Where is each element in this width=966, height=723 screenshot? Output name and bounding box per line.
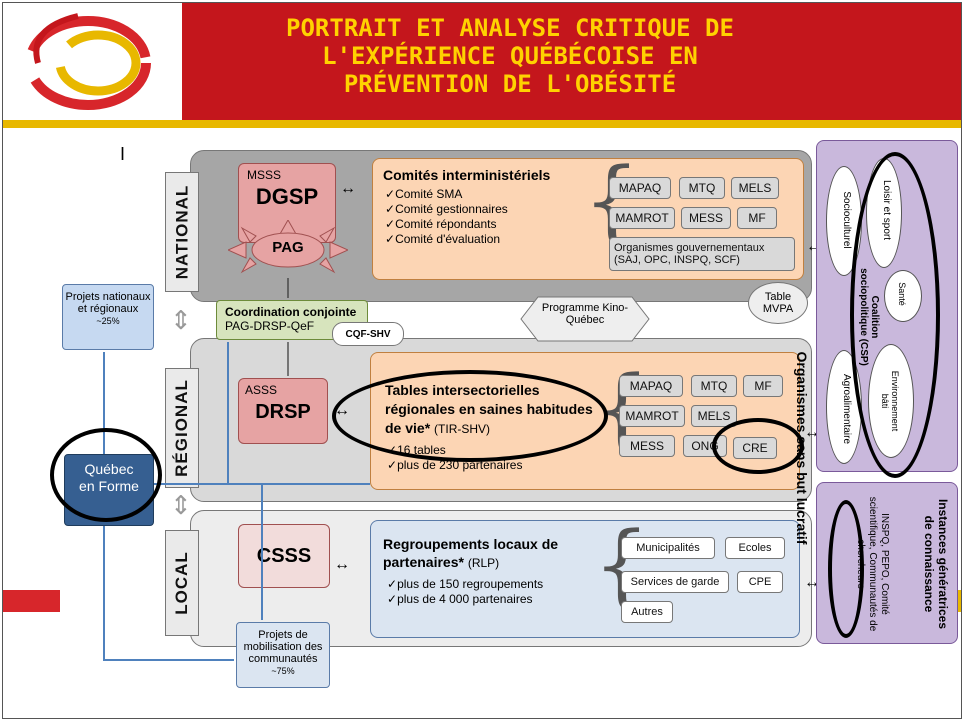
chip-cpe: CPE (737, 571, 783, 593)
drsp-label: DRSP (255, 401, 311, 423)
committee-item: Comité gestionnaires (385, 202, 508, 217)
committees-box: Comités interministériels Comité SMA Com… (372, 149, 804, 280)
dgsp-box: MSSS DGSP (238, 163, 336, 243)
chip-services-garde: Services de garde (621, 571, 729, 593)
regional-label: RÉGIONAL (165, 368, 199, 488)
csss-box: CSSS (238, 524, 330, 588)
committee-item: Comité SMA (385, 187, 508, 202)
tables-item: plus de 230 partenaires (387, 458, 522, 473)
dgsp-label: DGSP (255, 184, 319, 209)
instances-title: Instances génératrices de connaissance (922, 498, 950, 630)
rlp-title: Regroupements locaux de partenaires* (RL… (383, 535, 583, 572)
chip-mamrot: MAMROT (619, 405, 685, 427)
projets-mobilisation-pct: ~75% (271, 666, 295, 676)
msss-label: MSSS (247, 168, 282, 182)
page-title: PORTRAIT ET ANALYSE CRITIQUE DE L'EXPÉRI… (286, 14, 734, 98)
rlp-title-text: Regroupements locaux de partenaires* (383, 536, 559, 570)
bottom-stripe-left (2, 590, 60, 612)
rlp-brace: { (593, 513, 651, 618)
chip-mess: MESS (681, 207, 731, 229)
highlight-ring-tables (332, 370, 608, 462)
chip-mf: MF (743, 375, 783, 397)
asss-label: ASSS (245, 383, 278, 397)
pag-sun-icon (228, 220, 348, 274)
kino-hexagon (520, 296, 650, 342)
chip-municipalites: Municipalités (621, 537, 715, 559)
rlp-item: plus de 150 regroupements (387, 577, 543, 592)
chip-mapaq: MAPAQ (609, 177, 671, 199)
coordination-box: Coordination conjointe PAG-DRSP-QeF (216, 300, 368, 340)
coordination-title: Coordination conjointe (225, 305, 357, 319)
highlight-ring-qef (50, 428, 162, 522)
title-banner (182, 2, 962, 122)
highlight-ring-instances (828, 500, 864, 638)
committees-brace: { (583, 149, 641, 254)
socioculturel-label: Socioculturel (841, 191, 852, 249)
csss-rlp-arrow: ↔ (334, 556, 350, 573)
stray-mark: I (120, 144, 126, 164)
chip-mf: MF (737, 207, 777, 229)
rlp-list: plus de 150 regroupements plus de 4 000 … (387, 577, 543, 607)
kino-label: Programme Kino-Québec (541, 302, 629, 326)
rlp-item: plus de 4 000 partenaires (387, 592, 543, 607)
dgsp-committees-arrow: ↔ (340, 180, 356, 197)
projets-mobilisation-box: Projets de mobilisation des communautés … (236, 622, 330, 688)
committees-list: Comité SMA Comité gestionnaires Comité r… (385, 187, 508, 247)
national-label: NATIONAL (165, 172, 199, 292)
projets-nationaux-label: Projets nationaux et régionaux (65, 291, 151, 315)
rlp-box: Regroupements locaux de partenaires* (RL… (370, 520, 800, 638)
projets-nationaux-box: Projets nationaux et régionaux ~25% (62, 284, 154, 350)
chip-mels: MELS (691, 405, 737, 427)
chip-mapaq: MAPAQ (619, 375, 683, 397)
coordination-sub: PAG-DRSP-QeF (225, 319, 315, 333)
committee-item: Comité répondants (385, 217, 508, 232)
organismes-chip: Organismes gouvernementaux (SAJ, OPC, IN… (609, 237, 795, 271)
drsp-box: ASSS DRSP (238, 378, 328, 444)
projets-mobilisation-label: Projets de mobilisation des communautés (243, 629, 323, 665)
regional-local-arrow: ⇕ (170, 490, 192, 520)
pag-label: PAG (272, 239, 304, 256)
mvpa-box: Table MVPA (748, 282, 808, 324)
committee-item: Comité d'évaluation (385, 232, 508, 247)
highlight-ring-cre (712, 418, 804, 474)
highlight-ring-osbl (850, 152, 940, 478)
chip-autres: Autres (621, 601, 673, 623)
chip-mtq: MTQ (691, 375, 737, 397)
top-stripe (2, 120, 962, 128)
rlp-abbr: (RLP) (467, 556, 500, 570)
logo-icon (25, 13, 151, 110)
chip-mels: MELS (731, 177, 779, 199)
agro-label: Agroalimentaire (841, 373, 852, 445)
chip-mtq: MTQ (679, 177, 725, 199)
chip-ecoles: Ecoles (725, 537, 785, 559)
chip-mess: MESS (619, 435, 675, 457)
cqf-badge: CQF-SHV (332, 322, 404, 346)
local-label: LOCAL (165, 530, 199, 636)
national-regional-arrow: ⇕ (170, 305, 192, 335)
chip-mamrot: MAMROT (609, 207, 675, 229)
projets-nationaux-pct: ~25% (96, 316, 120, 326)
committees-title: Comités interministériels (383, 167, 551, 183)
